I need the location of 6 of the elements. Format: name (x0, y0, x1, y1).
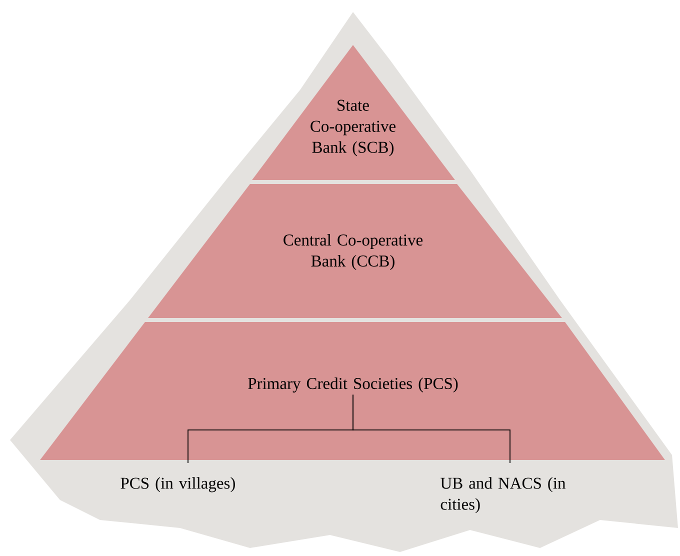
pyramid-tier: Central Co-operative Bank (CCB) (148, 184, 562, 318)
pyramid-tier: Primary Credit Societies (PCS) (40, 322, 665, 460)
label-text: PCS (in villages) (120, 477, 235, 492)
label-text: UB and NACS (in cities) (440, 477, 566, 514)
pyramid-tier: State Co-operative Bank (SCB) (252, 45, 455, 180)
bracket-connector (352, 394, 510, 464)
